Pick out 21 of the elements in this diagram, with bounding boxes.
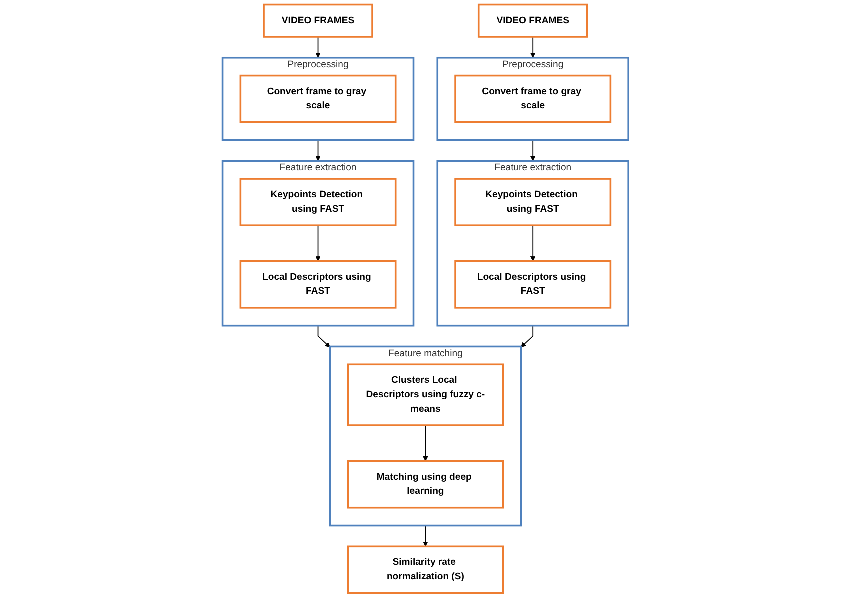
arrow (530, 140, 536, 162)
node-box: Matching using deep learning (347, 460, 504, 509)
node-box: Keypoints Detection using FAST (454, 178, 612, 226)
node-box: VIDEO FRAMES (478, 4, 588, 38)
arrow (422, 425, 428, 462)
arrow (315, 140, 321, 162)
arrow (530, 36, 536, 58)
arrow (520, 325, 534, 348)
node-box: Clusters Local Descriptors using fuzzy c-means (347, 364, 504, 426)
node-box: Convert frame to gray scale (454, 74, 612, 124)
node-box: Local Descriptors using FAST (454, 260, 612, 309)
node-box: Keypoints Detection using FAST (240, 178, 397, 226)
node-box: Local Descriptors using FAST (240, 260, 397, 309)
node-box: VIDEO FRAMES (262, 4, 374, 38)
arrow (318, 325, 330, 348)
node-box: Convert frame to gray scale (240, 74, 397, 124)
arrow (315, 225, 321, 262)
arrow (530, 225, 536, 262)
arrow (422, 525, 428, 547)
node-box: Similarity rate normalization (S) (347, 546, 504, 594)
arrow (315, 36, 321, 58)
